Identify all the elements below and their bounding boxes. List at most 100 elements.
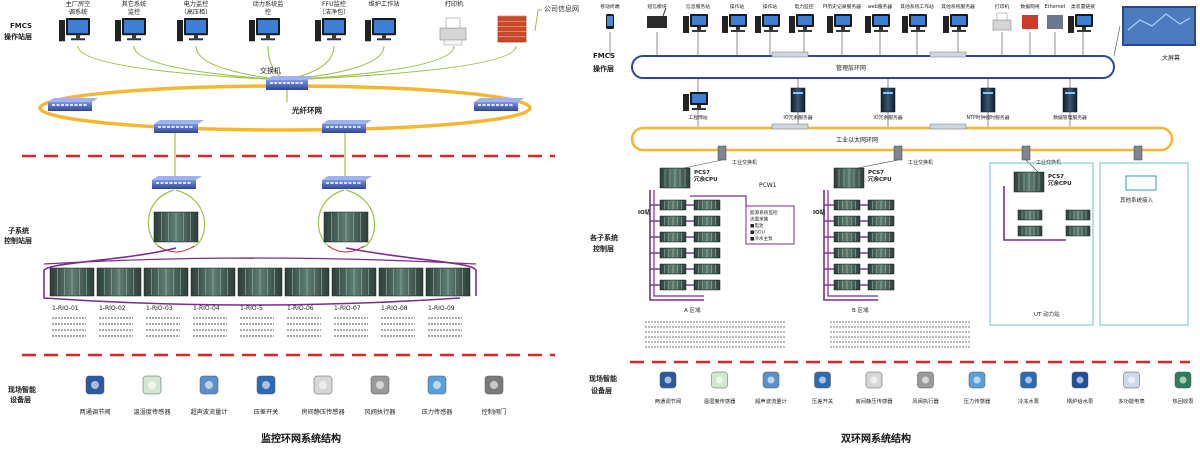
core-switch-icon [266,76,314,80]
big-screen: 大屏幕 [1122,6,1196,62]
left-layer-subsystem-label: 子系统 控制站层 [4,226,32,245]
top-device-label: （高压柜） [181,8,212,16]
io-label: IO站 [813,208,826,216]
field-device: 压力传感器 [422,375,454,416]
zone-label: A 区域 [684,306,701,314]
industrial-switch-label: 工业交换机 [732,159,757,166]
top-device-label: FFU监控 [322,0,346,8]
top-device-label: 维护工作站 [369,0,400,8]
ethernet-link [133,45,286,81]
top-device: 电力监控（高压柜） [177,0,212,42]
field-device: 冷冻水泵 [1018,371,1040,405]
svg-text:设备层: 设备层 [591,386,612,395]
io-station-a [649,190,721,301]
other-system-access-label: 其他系统接入 [1120,196,1154,204]
cpu-label: PCS7 [694,170,710,176]
field-device-label: 温湿度传感器 [133,408,171,416]
rio-label: 1-RIO-03 [146,305,173,312]
rio-station: 1-RIO-07 [331,267,377,337]
rio-label: 1-RIO-06 [287,305,314,312]
field-device-label: 压力传感器 [422,408,454,416]
right-links [609,25,1121,173]
svg-text:FMCS: FMCS [593,52,615,60]
other-system-terminal [1125,175,1157,191]
printer-icon [992,19,1012,31]
io-label: IO站 [638,208,651,216]
top-device: 电力监控 [789,3,814,33]
field-device-label: 房间静压传感器 [301,408,345,416]
field-device-label: 热回收泵 [1172,397,1194,405]
svg-text:控制层: 控制层 [593,244,614,253]
right-footer-title: 双环网系统结构 [841,432,911,445]
server-icon [790,87,806,113]
server: 工程师站 [683,92,708,121]
left-layer-field-label: 现场智能 设备层 [8,385,36,404]
top-device: PI历史记录服务器 [823,3,861,33]
field-device-label: 超声波流量计 [755,397,787,405]
svg-text:现场智能: 现场智能 [8,385,36,394]
top-device: 维护工作站 [365,0,400,42]
pcw-title: PCW1 [759,182,777,189]
top-device-label: 数据网闸 [1020,3,1039,10]
top-device: 打印机 [992,3,1012,31]
management-switch-icon [771,51,809,58]
ethernet-link [284,45,455,81]
pcw-line: ■冷水主泵 [750,235,773,242]
left-field-devices: 两通调节阀温湿度传感器超声波流量计压差开关房间静压传感器风阀执行器压力传感器控制… [80,375,506,416]
top-device-label: 动力系统监 [253,0,284,8]
rio-station: 1-RIO-02 [96,267,142,337]
top-device: 类装置链接 [1068,3,1095,33]
field-device: 两通调节阀 [80,375,110,416]
server-icon [880,87,896,113]
access-switch-icon [322,176,372,180]
svg-text:各子系统: 各子系统 [589,233,618,242]
top-device: 短信模块 [647,3,667,28]
profibus-line [823,190,878,301]
field-device-label: 冷冻水泵 [1018,397,1040,405]
ring-switch-icon [154,120,204,124]
control-station [147,189,206,253]
rio-label: 1-RIO-09 [428,305,455,312]
top-device-label: 监控 [128,8,140,16]
industrial-switch-icon [717,145,727,161]
server-label: IO冗余服务器 [783,114,812,121]
top-device-label: 其它系统 [122,0,147,8]
rio-station: 1-RIO-04 [190,267,236,337]
top-device: 信息服务站 [683,3,710,33]
cpu-label: 冗余CPU [693,175,718,183]
server-icon [980,87,996,113]
pcw-line: 流量采集 [750,216,769,223]
ethernet-link [683,159,723,169]
field-device: 超声波流量计 [755,371,788,405]
server-label: 数据管理服务器 [1053,114,1087,121]
right-layer-operator-label: FMCS 操作层 [593,52,615,73]
monitoring-ring-panel: 光纤环网 主厂房空调系统其它系统监控电力监控（高压柜）动力系统监控FFU监控（洁… [4,0,579,445]
top-device-label: 其他系统工作站 [900,3,934,10]
ethernet-link [857,159,899,169]
server-label: IO冗余服务器 [873,114,902,121]
printer-icon [439,27,467,41]
server-label: 工程师站 [688,114,707,121]
cpu-label: 冗余CPU [1047,179,1072,187]
top-device-label: 移动终端 [600,3,619,10]
rio-station: 1-RIO-01 [49,267,95,337]
field-device-label: 压差开关 [812,397,834,405]
top-device-label: （洁净包） [319,8,350,16]
rio-label: 1-RIO-07 [334,305,361,312]
top-device-label: 短信模块 [647,3,666,10]
top-device: Ethernet [1045,4,1065,29]
rio-bus [43,247,461,306]
right-management-switches [771,51,967,130]
profibus-line [649,190,704,301]
top-device-label: 电力监控 [794,3,813,10]
top-device-label: web服务器 [868,3,893,10]
right-field-devices: 两通调节阀温湿度传感器超声波流量计压差开关房间静压传感器风阀执行器压力传感器冷冻… [655,371,1194,405]
field-device-label: 两通调节阀 [655,397,682,405]
management-ring [631,55,1115,79]
